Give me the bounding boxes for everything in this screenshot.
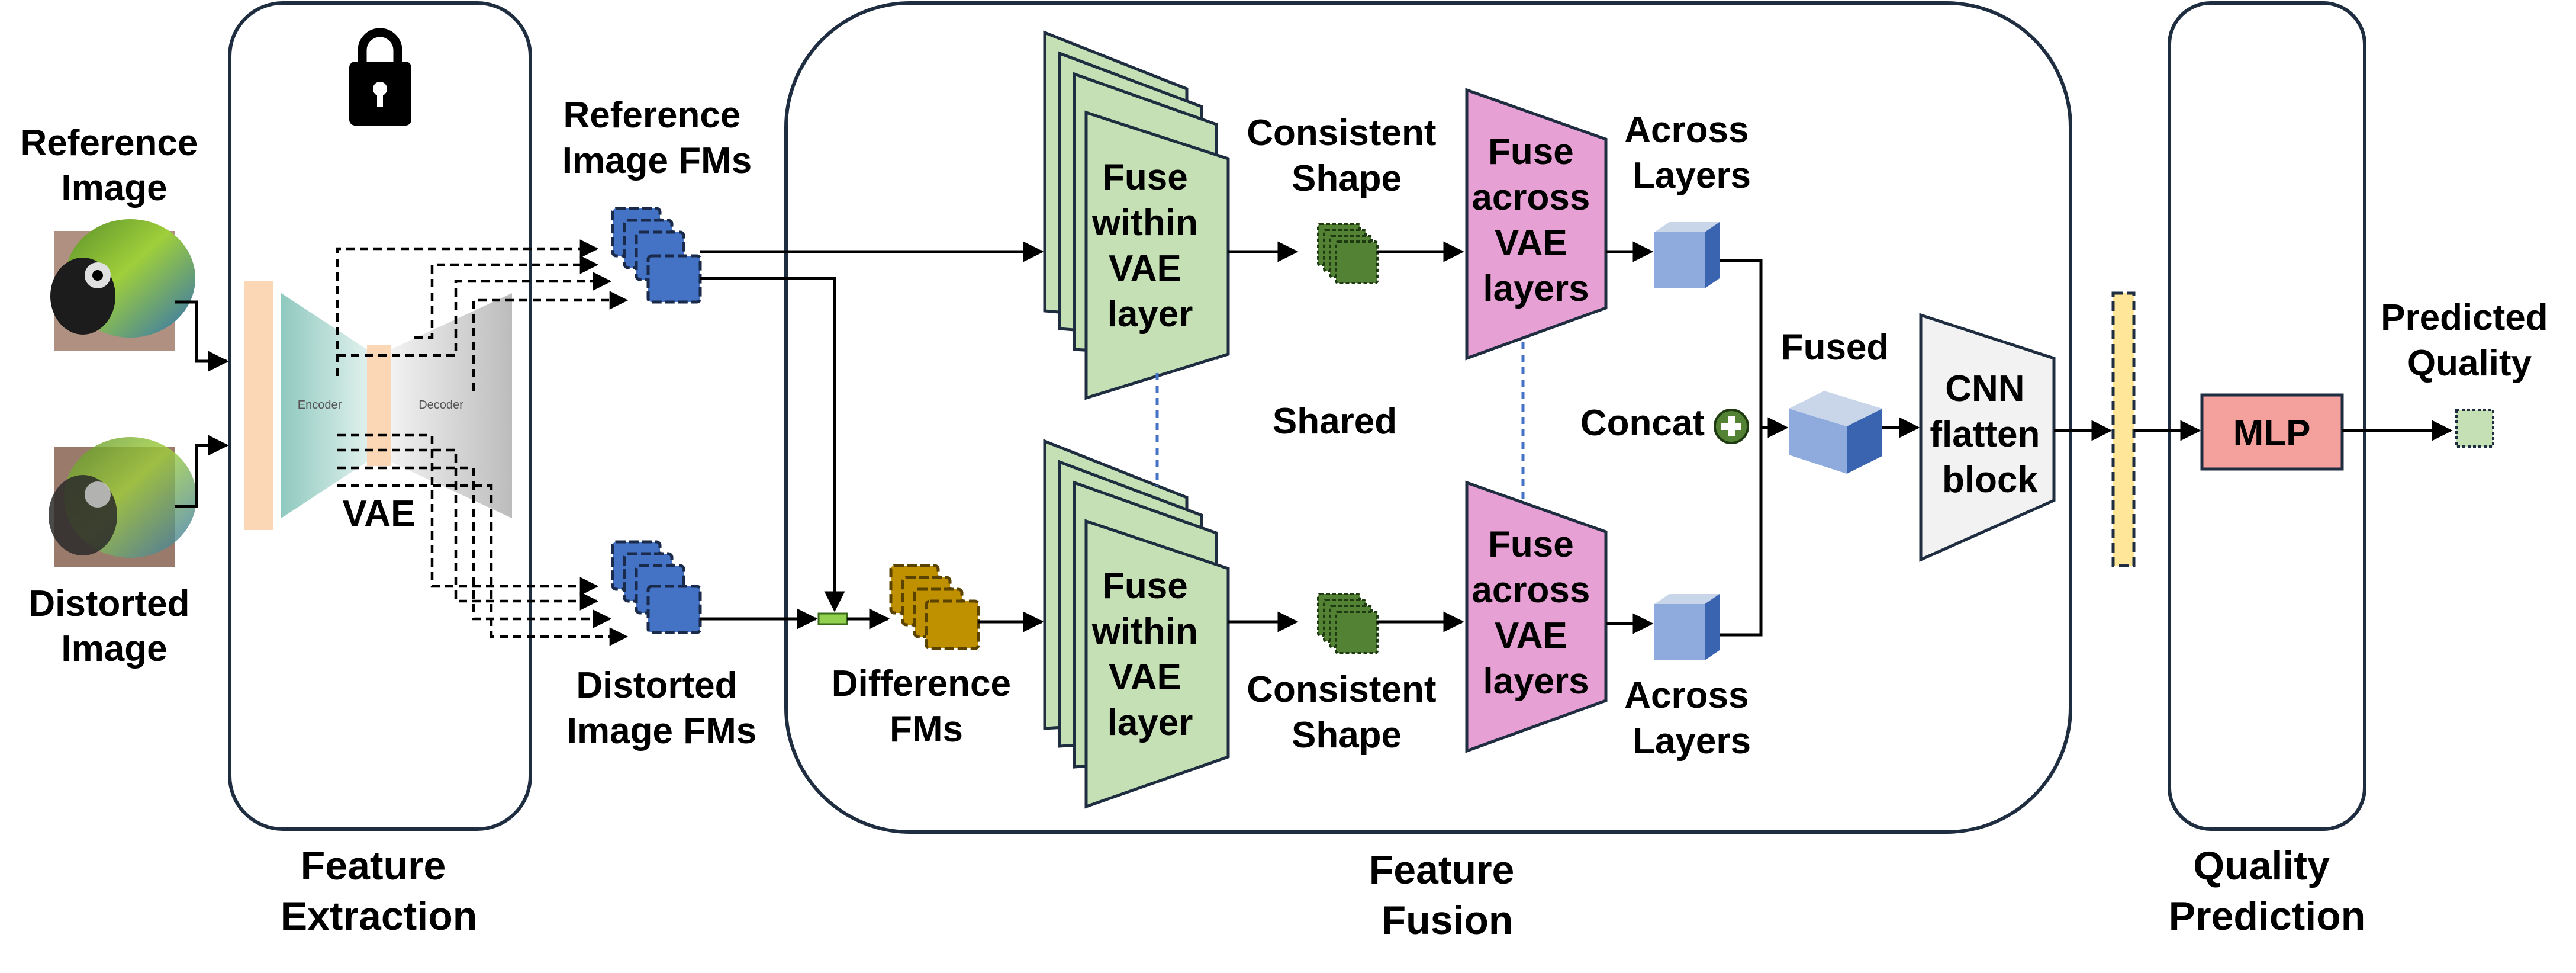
distorted-image-label: Distorted Image bbox=[28, 583, 199, 669]
decoder-label: Decoder bbox=[418, 399, 463, 412]
vae-input-bar bbox=[244, 281, 273, 530]
difference-fms-label: Difference FMs bbox=[832, 663, 1021, 750]
feature-extraction-label: Feature Extraction bbox=[281, 843, 478, 939]
fuse-across-bottom-label: Fuse across VAE layers bbox=[1471, 524, 1600, 702]
mlp-label: MLP bbox=[2233, 413, 2311, 454]
fused-cube bbox=[1789, 391, 1882, 474]
feature-fusion-label: Feature Fusion bbox=[1369, 847, 1526, 943]
fuse-within-bottom-label: Fuse within VAE layer bbox=[1091, 566, 1208, 743]
reference-fms-label: Reference Image FMs bbox=[562, 95, 752, 181]
fuse-within-bottom bbox=[1043, 439, 1230, 809]
vae-decoder bbox=[391, 293, 512, 518]
distorted-fms-label: Distorted Image FMs bbox=[567, 665, 756, 752]
fused-label: Fused bbox=[1781, 327, 1889, 368]
fuse-across-top bbox=[1465, 88, 1608, 361]
fuse-across-bottom bbox=[1465, 480, 1608, 753]
quality-prediction-label: Quality Prediction bbox=[2169, 843, 2366, 939]
fuse-within-top bbox=[1043, 30, 1230, 400]
predicted-quality-output bbox=[2455, 409, 2494, 448]
reference-image-label: Reference Image bbox=[20, 123, 208, 208]
flatten-vector bbox=[2111, 291, 2136, 567]
distorted-image-fms bbox=[611, 540, 702, 634]
difference-fms bbox=[889, 564, 980, 650]
predicted-quality-label: Predicted Quality bbox=[2381, 297, 2558, 384]
lock-icon bbox=[349, 28, 411, 126]
across-layers-bottom-label: Across Layers bbox=[1624, 675, 1759, 762]
across-layers-cube-top bbox=[1654, 222, 1720, 288]
vae-encoder bbox=[281, 293, 367, 518]
reference-image-fms bbox=[611, 207, 702, 304]
quality-prediction-box bbox=[2168, 1, 2366, 831]
consistent-shape-top bbox=[1317, 223, 1379, 284]
plus-icon bbox=[1714, 409, 1749, 444]
vae-latent-bar bbox=[367, 345, 391, 466]
consistent-shape-bottom bbox=[1317, 593, 1379, 654]
distorted-fm-arrows bbox=[337, 433, 629, 646]
cnn-block-label: CNN flatten block bbox=[1930, 368, 2050, 500]
fuse-across-top-label: Fuse across VAE layers bbox=[1471, 131, 1600, 309]
fuse-within-top-label: Fuse within VAE layer bbox=[1091, 157, 1208, 335]
feature-fusion-box bbox=[784, 1, 2072, 834]
distorted-image bbox=[49, 437, 197, 567]
across-layers-cube-bottom bbox=[1654, 594, 1720, 660]
shared-label: Shared bbox=[1273, 401, 1397, 442]
reference-image bbox=[50, 219, 195, 351]
across-layers-top-label: Across Layers bbox=[1624, 110, 1759, 196]
encoder-label: Encoder bbox=[298, 399, 342, 412]
difference-operator bbox=[817, 612, 848, 625]
mlp-block bbox=[2200, 393, 2344, 471]
concat-label: Concat bbox=[1580, 403, 1705, 444]
consistent-shape-top-label: Consistent Shape bbox=[1247, 113, 1447, 199]
feature-extraction-box bbox=[228, 1, 532, 831]
consistent-shape-bottom-label: Consistent Shape bbox=[1247, 669, 1447, 756]
vae-label: VAE bbox=[343, 493, 416, 534]
cnn-flatten-block bbox=[1919, 313, 2056, 562]
reference-fm-arrows bbox=[336, 239, 629, 391]
